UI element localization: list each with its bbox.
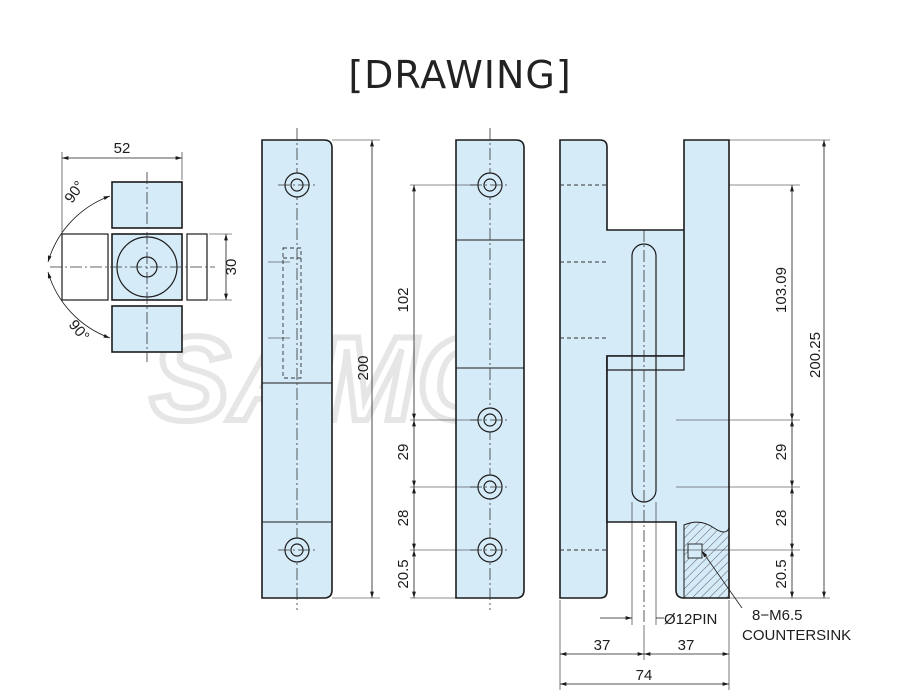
- dim-total-height: 200: [355, 355, 372, 380]
- dim-top-width: 52: [114, 140, 131, 157]
- dim-right-28: 28: [773, 510, 790, 527]
- dim-overall-width: 74: [636, 667, 653, 684]
- dim-right-total: 200.25: [807, 332, 824, 378]
- top-view-right-block: [186, 233, 208, 301]
- dim-right-width: 37: [678, 637, 695, 654]
- dim-angle-top: 90°: [61, 178, 88, 206]
- dim-angle-bottom: 90°: [65, 317, 93, 345]
- dim-side-height: 30: [223, 259, 240, 276]
- front-view-left: [261, 128, 333, 610]
- dim-right-upper: 103.09: [773, 267, 790, 313]
- label-screw: 8−M6.5: [752, 607, 802, 624]
- top-view: 52 30 90° 90°: [47, 140, 240, 362]
- label-countersink: COUNTERSINK: [742, 627, 851, 644]
- dim-right-29: 29: [773, 444, 790, 461]
- dim-spacing-28: 28: [395, 510, 412, 527]
- page-title: [DRAWING]: [348, 53, 571, 97]
- front-view-center: [455, 128, 525, 610]
- dim-left-width: 37: [594, 637, 611, 654]
- dim-hole-spacing: 102: [395, 287, 412, 312]
- side-view: [559, 139, 730, 625]
- dim-right-20-5: 20.5: [773, 559, 790, 588]
- dim-spacing-29: 29: [395, 444, 412, 461]
- label-pin: Ø12PIN: [664, 611, 717, 628]
- dim-spacing-20-5: 20.5: [395, 559, 412, 588]
